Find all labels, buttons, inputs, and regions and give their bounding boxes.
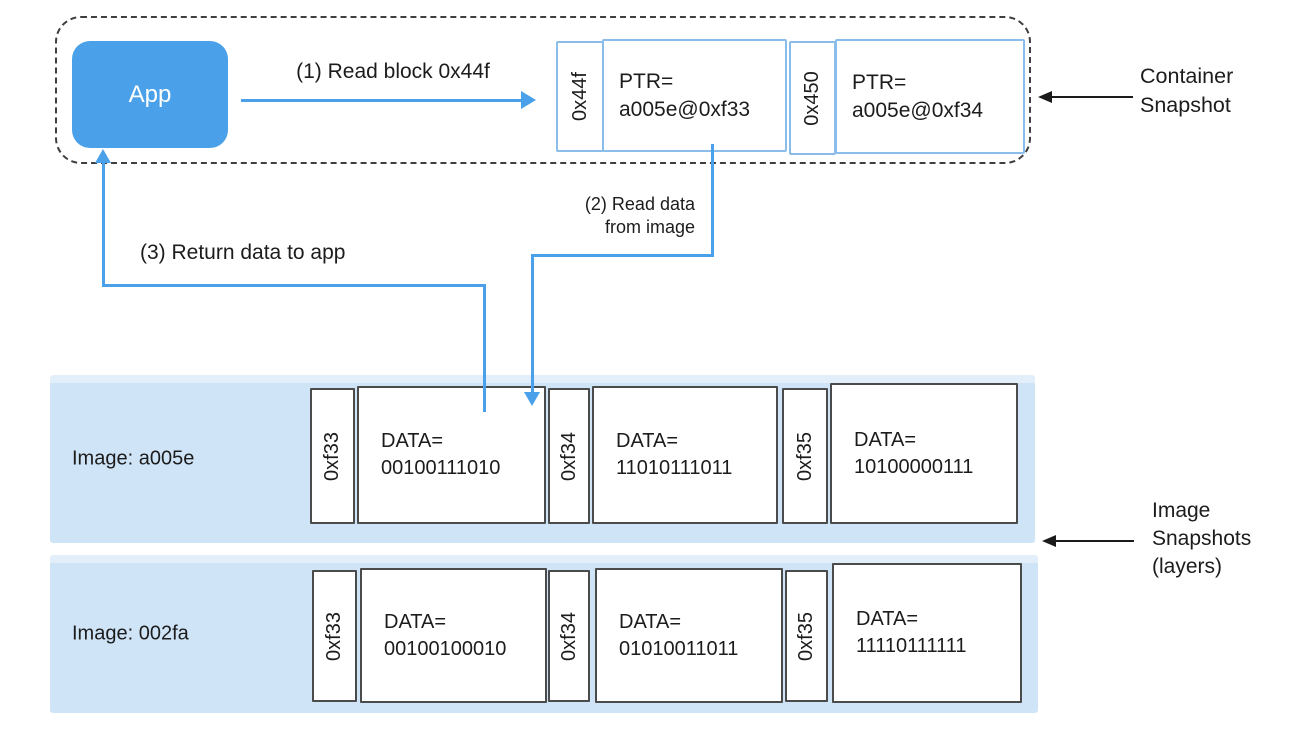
image-block-addr-label: 0xf33 [321,431,343,481]
step1-arrowhead-icon [521,91,536,109]
container-callout-line2: Snapshot [1140,93,1231,117]
image2-data-0xf33: DATA= 00100100010 [360,568,547,703]
image-snapshots-callout-line3: (layers) [1152,555,1223,578]
data-label-line2: 10100000111 [854,455,974,478]
app-label: App [128,80,172,108]
step3-arrowhead-icon [95,149,111,163]
step2-label: (2) Read data from image [545,193,695,239]
image2-data-0xf34: DATA= 01010011011 [595,568,783,703]
image2-addr-0xf33: 0xf33 [312,570,357,702]
data-label-line1: DATA= [616,430,679,452]
step1-arrow-line [241,99,523,102]
data-label-line2: 00100111010 [381,457,501,479]
block-addr-0x44f: 0x44f [556,41,604,152]
step3-segment-up [102,160,105,286]
step3-label: (3) Return data to app [140,241,346,264]
container-snapshot-box [55,16,1031,164]
block-addr-label: 0x450 [801,70,823,126]
image-block-addr-label: 0xf33 [323,611,345,661]
data-label-line1: DATA= [384,610,447,633]
ptr-label-line2: a005e@0xf33 [619,97,751,121]
container-snapshot-callout: Container Snapshot [1140,62,1233,120]
image1-data-0xf33: DATA= 00100111010 [357,386,546,524]
data-label-line2: 00100100010 [384,637,507,660]
block-ptr-1: PTR= a005e@0xf33 [602,39,787,152]
image-block-addr-label: 0xf34 [557,611,580,661]
image-snapshots-callout-line1: Image [1152,499,1211,522]
block-addr-label: 0x44f [568,72,591,121]
step2-label-line2: from image [604,217,695,237]
data-label-line2: 11110111111 [856,635,967,657]
ptr-label-line2: a005e@0xf34 [852,98,984,122]
step3-segment-right [102,284,486,287]
step1-label: (1) Read block 0x44f [296,60,490,83]
data-label-line2: 01010011011 [619,637,739,660]
image2-addr-0xf34: 0xf34 [548,570,590,702]
step3-segment-from-data [483,284,486,412]
app-box: App [72,41,228,148]
ptr-label-line1: PTR= [619,69,674,93]
block-ptr-2: PTR= a005e@0xf34 [835,39,1025,154]
image1-data-0xf34: DATA= 11010111011 [592,386,778,524]
image-block-addr-label: 0xf35 [793,431,816,481]
image-block-addr-label: 0xf35 [795,611,817,661]
image2-addr-0xf35: 0xf35 [785,570,828,702]
data-label-line1: DATA= [854,428,917,451]
container-callout-line1: Container [1140,64,1234,88]
image-block-addr-label: 0xf34 [557,431,580,481]
image1-addr-0xf35: 0xf35 [782,388,828,524]
container-callout-line [1048,96,1133,98]
image1-addr-0xf33: 0xf33 [310,388,355,524]
image-row-a005e: Image: a005e 0xf33 DATA= 00100111010 0xf… [50,375,1035,543]
image-snapshots-callout: Image Snapshots (layers) [1152,497,1251,581]
image-snapshots-callout-line [1050,540,1134,542]
step2-segment-down2 [531,254,534,393]
image-row-label: Image: a005e [72,447,195,470]
data-label-line2: 11010111011 [616,457,733,479]
ptr-label-line1: PTR= [852,70,907,94]
step2-segment-left [532,254,714,257]
block-addr-0x450: 0x450 [789,41,836,155]
step2-segment-down [711,144,714,256]
step2-label-line1: (2) Read data [584,194,695,214]
image-row-label: Image: 002fa [72,622,189,645]
image2-data-0xf35: DATA= 11110111111 [832,563,1022,703]
image1-addr-0xf34: 0xf34 [548,388,590,524]
data-label-line1: DATA= [619,610,682,633]
image-snapshots-callout-arrowhead-icon [1042,534,1056,547]
image-row-002fa: Image: 002fa 0xf33 DATA= 00100100010 0xf… [50,555,1038,713]
image1-data-0xf35: DATA= 10100000111 [830,383,1018,524]
container-callout-arrowhead-icon [1038,90,1052,103]
image-snapshots-callout-line2: Snapshots [1152,527,1252,550]
data-label-line1: DATA= [856,608,919,630]
step2-arrowhead-icon [524,392,540,406]
data-label-line1: DATA= [381,430,444,452]
